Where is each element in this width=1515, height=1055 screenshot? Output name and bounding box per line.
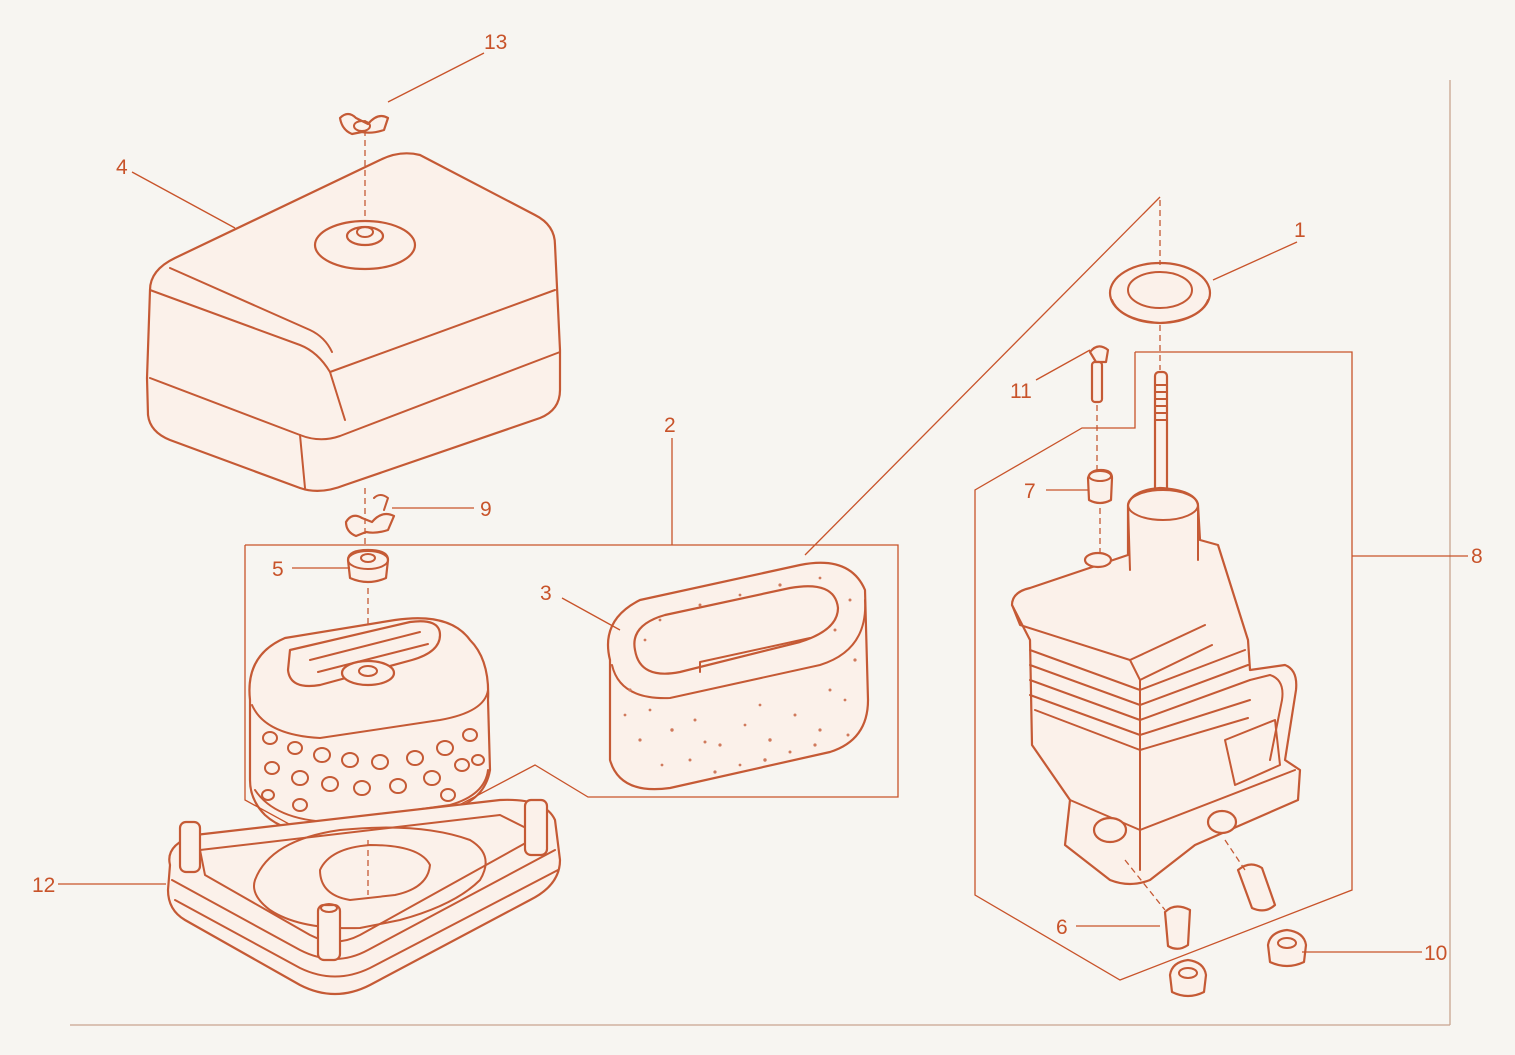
callout-2: 2 xyxy=(664,414,676,437)
part-filter-element xyxy=(248,617,492,834)
callout-4: 4 xyxy=(116,156,128,179)
part-wing-nut-top xyxy=(338,112,390,136)
part-gasket xyxy=(1108,200,1212,370)
part-bolt xyxy=(1088,345,1110,470)
callout-7: 7 xyxy=(1024,480,1036,503)
callout-13: 13 xyxy=(484,31,507,54)
callout-6: 6 xyxy=(1056,916,1068,939)
callout-10: 10 xyxy=(1424,942,1447,965)
part-foam-filter xyxy=(606,561,870,791)
callout-1: 1 xyxy=(1294,219,1306,242)
callout-9: 9 xyxy=(480,498,492,521)
part-air-cleaner-cover xyxy=(145,120,562,492)
group-bracket-2 xyxy=(244,544,899,833)
leader-lines xyxy=(58,52,1468,953)
group-bracket-8 xyxy=(974,351,1353,981)
callout-8: 8 xyxy=(1471,545,1483,568)
part-stud-lower xyxy=(1124,839,1277,950)
part-air-cleaner-base xyxy=(166,798,562,995)
part-nut xyxy=(346,548,390,650)
part-flange-nuts xyxy=(1168,928,1308,998)
part-elbow-body xyxy=(1010,486,1302,886)
callout-12: 12 xyxy=(32,874,55,897)
callout-5: 5 xyxy=(272,558,284,581)
callout-labels: 1 2 3 4 5 6 7 8 9 10 11 12 13 xyxy=(32,31,1483,965)
part-collar xyxy=(1086,468,1114,555)
callout-11: 11 xyxy=(1010,380,1032,403)
callout-3: 3 xyxy=(540,582,552,605)
leader-gasket-link xyxy=(804,196,1161,556)
foam-texture xyxy=(623,576,857,774)
part-wing-nut-lower xyxy=(344,488,396,548)
